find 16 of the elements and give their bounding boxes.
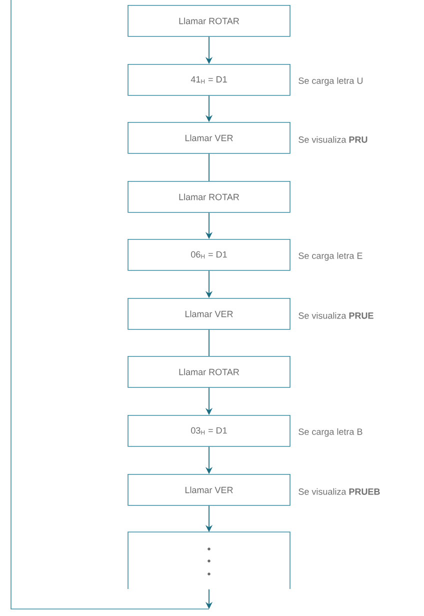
side-note: Se visualiza PRU [298,136,368,143]
side-note: Se carga letra B [298,428,362,437]
side-note: Se carga letra E [298,252,362,261]
process-box: 06$_{H}$ = D1 [128,239,290,271]
side-note: Se visualiza PRUE [298,312,374,319]
process-box: 41$_{H}$ = D1 [128,64,290,96]
process-box: Llamar ROTAR [128,5,290,37]
process-box: Llamar ROTAR [128,181,290,213]
side-note: Se carga letra U [298,77,363,86]
process-box: 03$_{H}$ = D1 [128,415,290,447]
process-box: Llamar VER [128,298,290,330]
process-box: Llamar ROTAR [128,356,290,388]
process-box: Llamar VER [128,474,290,506]
side-note: Se visualiza PRUEB [298,488,380,495]
open-box [128,532,290,590]
process-box: Llamar VER [128,122,290,154]
